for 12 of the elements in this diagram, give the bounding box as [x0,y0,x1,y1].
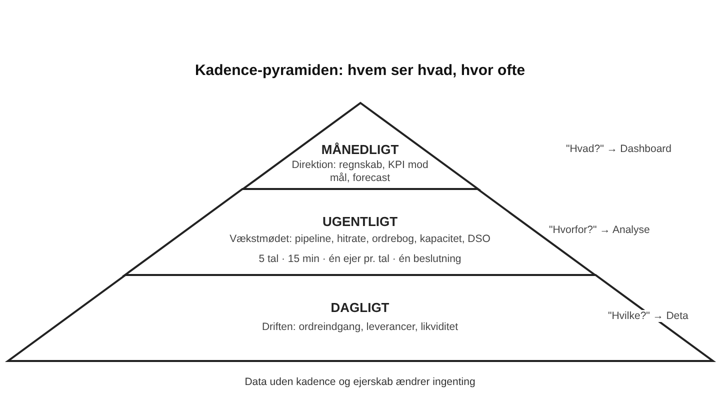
diagram-title: Kadence-pyramiden: hvem ser hvad, hvor ofte [194,62,526,79]
question-label: "Hvilke?" → Deta [606,310,690,322]
tier-description: Direktion: regnskab, KPI mod mål, forecast [290,159,430,185]
question-label: "Hvad?" → Dashboard [564,143,674,155]
tier-heading: UGENTLIGT [322,215,398,228]
tier-description: 5 tal · 15 min · én ejer pr. tal · én beslutning [258,253,462,266]
tier-description: Vækstmødet: pipeline, hitrate, ordrebog, kapacitet, DSO [230,233,490,246]
question-label: "Hvorfor?" → Analyse [547,224,652,236]
tier-heading: DAGLIGT [330,301,390,314]
tier-heading: MÅNEDLIGT [321,143,399,156]
caption: Data uden kadence og ejerskab ændrer ingenting [244,376,476,388]
tier-description: Driften: ordreindgang, leverancer, likviditet [262,321,458,334]
